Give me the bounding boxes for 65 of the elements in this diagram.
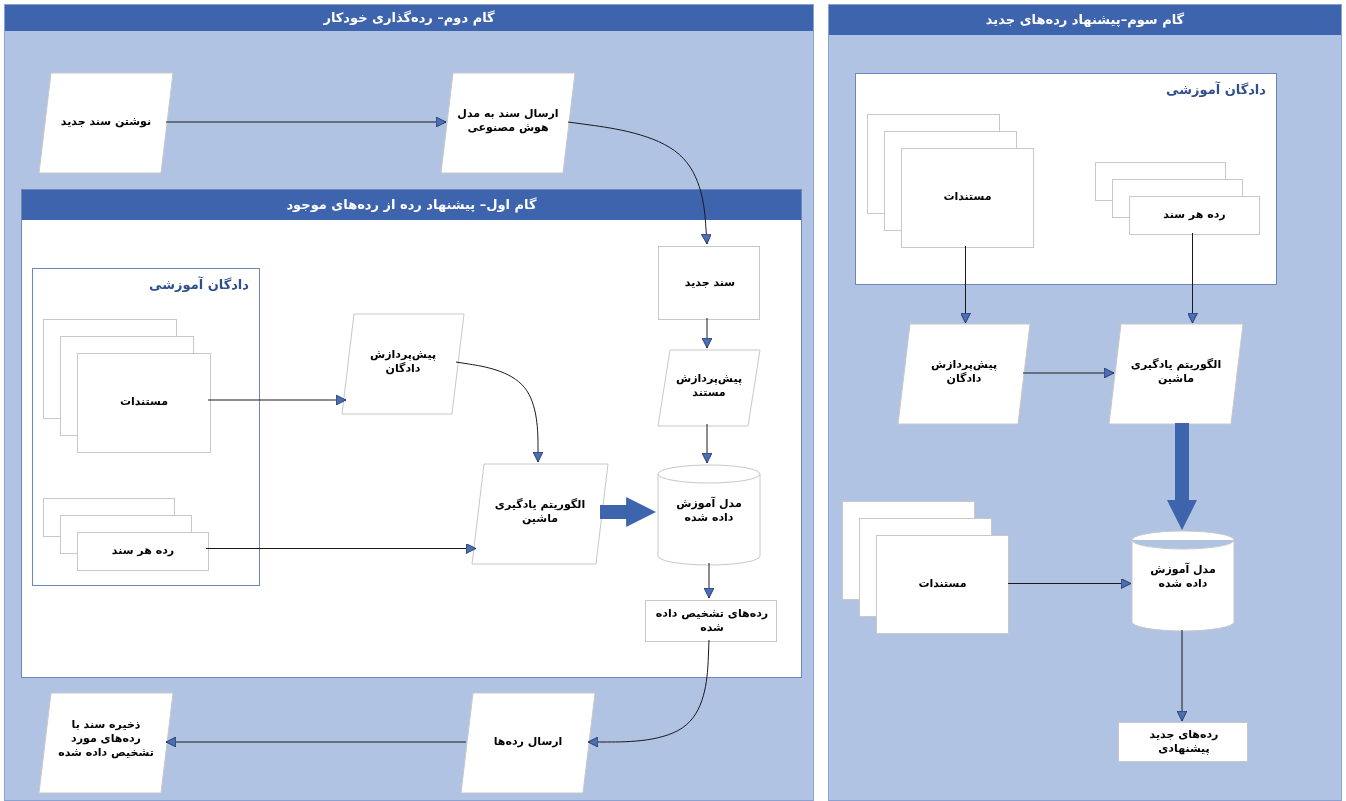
arrow bbox=[1007, 578, 1132, 589]
node-label: نوشتن سند جدید bbox=[59, 114, 153, 129]
arrow bbox=[165, 736, 467, 748]
process-box bbox=[645, 600, 777, 642]
panel-heading: گام اول– پیشنهاد رده از رده‌های موجود bbox=[22, 190, 801, 220]
arrow bbox=[960, 245, 971, 324]
process-parallelogram bbox=[1109, 324, 1243, 424]
swimlane-panel bbox=[4, 4, 814, 801]
process-parallelogram bbox=[472, 464, 608, 564]
node-label: ذخیره سند با رده‌های مورد تشخیص داده شده bbox=[57, 718, 155, 760]
document-stack bbox=[867, 114, 1034, 248]
panel-heading: گام سوم–پیشنهاد رده‌های جدید bbox=[829, 5, 1341, 35]
document-stack bbox=[842, 501, 1009, 634]
node-label: سند جدید bbox=[683, 276, 737, 290]
process-box bbox=[1118, 722, 1248, 762]
group-box bbox=[32, 268, 260, 586]
arrow bbox=[455, 361, 544, 463]
document-stack bbox=[1095, 162, 1260, 235]
group-heading: دادگان آموزشی bbox=[149, 277, 249, 294]
process-parallelogram bbox=[39, 693, 173, 793]
process-parallelogram bbox=[658, 350, 760, 426]
arrow bbox=[165, 116, 447, 128]
arrow bbox=[587, 639, 710, 748]
process-parallelogram bbox=[342, 314, 464, 414]
node-label: پیش‌پردازش دادگان bbox=[929, 357, 999, 385]
process-box bbox=[658, 246, 760, 320]
node-label: ارسال سند به مدل هوش مصنوعی bbox=[457, 106, 559, 134]
group-heading: دادگان آموزشی bbox=[1166, 82, 1266, 99]
panel-heading: گام دوم– رده‌گذاری خودکار bbox=[5, 5, 813, 31]
node-label: رده هر سند bbox=[110, 543, 176, 558]
node-label: مدل آموزش داده شده bbox=[675, 497, 743, 525]
node-label: مستندات bbox=[917, 576, 968, 591]
block-arrow bbox=[600, 497, 657, 527]
process-parallelogram bbox=[898, 324, 1030, 424]
group-box bbox=[855, 73, 1277, 285]
arrow bbox=[567, 121, 712, 245]
block-arrow bbox=[1167, 423, 1197, 531]
node-label: پیش‌پردازش مستند bbox=[674, 371, 744, 399]
arrow bbox=[1176, 629, 1188, 722]
document-stack bbox=[43, 319, 211, 453]
node-label: رده‌های جدید پیشنهادی bbox=[1148, 728, 1220, 756]
node-label: مدل آموزش داده شده bbox=[1149, 563, 1217, 591]
database-cylinder bbox=[1132, 531, 1234, 631]
node-label: الگوریتم یادگیری ماشین bbox=[1129, 357, 1223, 385]
process-parallelogram bbox=[39, 73, 173, 173]
node-label: رده هر سند bbox=[1162, 207, 1227, 222]
process-parallelogram bbox=[461, 693, 595, 793]
document-stack bbox=[43, 498, 209, 571]
database-cylinder bbox=[658, 465, 760, 565]
arrow bbox=[701, 423, 713, 464]
node-label: مستندات bbox=[942, 190, 993, 204]
process-parallelogram bbox=[441, 73, 575, 173]
arrow bbox=[1187, 232, 1198, 324]
arrow bbox=[701, 317, 713, 349]
step-panel bbox=[21, 189, 802, 678]
node-label: ارسال رده‌ها bbox=[492, 734, 564, 749]
arrow bbox=[207, 394, 347, 406]
swimlane-panel bbox=[828, 4, 1342, 801]
node-label: مستندات bbox=[118, 395, 170, 409]
node-label: رده‌های تشخیص داده شده bbox=[654, 607, 770, 635]
arrow bbox=[1022, 367, 1115, 379]
node-label: الگوریتم یادگیری ماشین bbox=[493, 497, 587, 525]
node-label: پیش‌پردازش دادگان bbox=[368, 347, 438, 375]
arrow bbox=[205, 543, 477, 554]
arrow bbox=[703, 562, 715, 599]
